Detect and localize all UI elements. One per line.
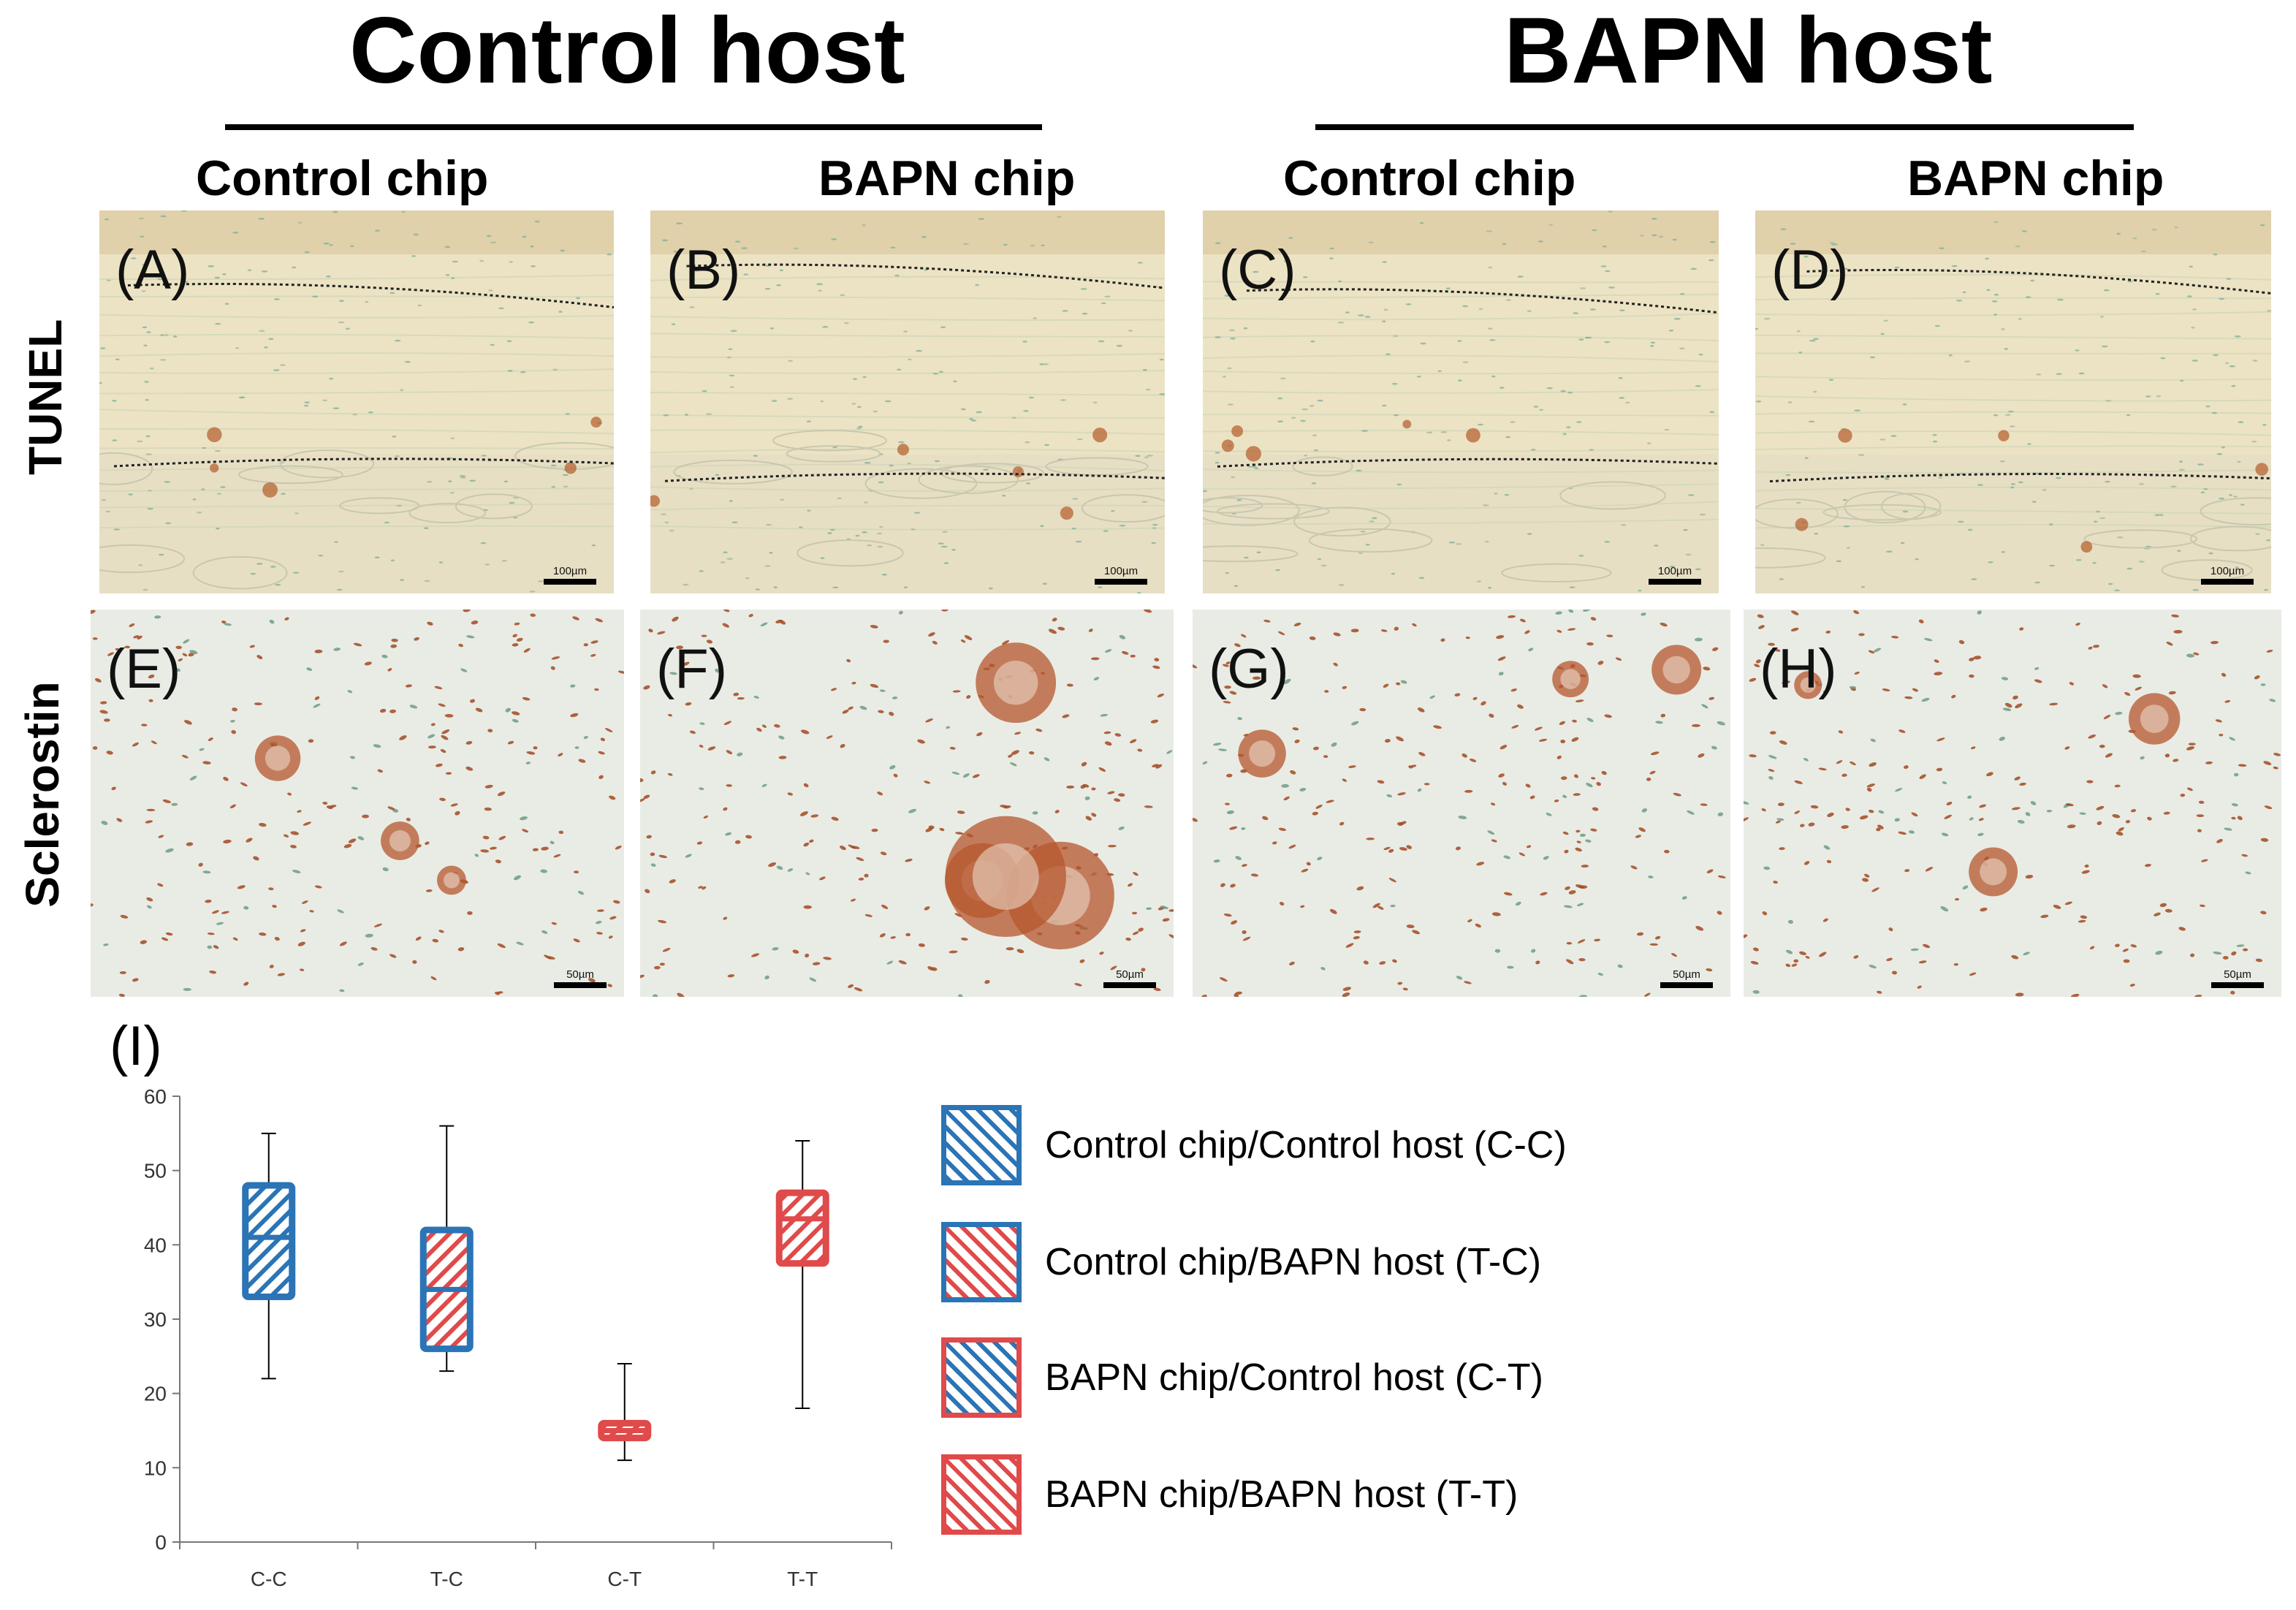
legend-swatch-tc (941, 1222, 1022, 1302)
legend-item-ct: BAPN chip/Control host (C-T) (941, 1337, 1543, 1418)
chip-title-1: Control chip (196, 151, 489, 206)
panel-letter: (F) (656, 638, 728, 700)
scale-bar: 50µm (1660, 969, 1713, 988)
scale-bar-label: 100µm (1103, 565, 1139, 577)
legend-item-tt: BAPN chip/BAPN host (T-T) (941, 1454, 1518, 1535)
x-tick-label: T-C (430, 1568, 463, 1590)
legend-swatch-tt (941, 1454, 1022, 1535)
panel-h-sclerostin-micrograph: (H) 50µm (1744, 610, 2281, 997)
control-host-title: Control host (349, 0, 905, 103)
micrograph-texture (1744, 610, 2281, 997)
micrograph-texture (1755, 210, 2271, 593)
y-tick-label: 30 (144, 1308, 167, 1331)
panel-letter: (D) (1771, 239, 1849, 301)
scale-bar-line (2201, 579, 2254, 585)
legend-label-tt: BAPN chip/BAPN host (T-T) (1045, 1473, 1518, 1516)
scale-bar: 100µm (544, 566, 596, 585)
y-tick-label: 40 (144, 1234, 167, 1256)
box-plot: 0 10 20 30 40 50 60C-C T-C C-T T-T (144, 1085, 892, 1590)
panel-letter: (E) (107, 638, 181, 700)
panel-letter: (A) (115, 239, 190, 301)
bapn-host-rule (1315, 124, 2134, 130)
y-tick-label: 0 (155, 1531, 167, 1554)
x-tick-label: C-T (607, 1568, 642, 1590)
scale-bar-line (1095, 579, 1147, 585)
scale-bar: 100µm (2201, 566, 2254, 585)
scale-bar-line (544, 579, 596, 585)
micrograph-texture (650, 210, 1165, 593)
panel-letter: (G) (1209, 638, 1289, 700)
legend-item-cc: Control chip/Control host (C-C) (941, 1105, 1567, 1185)
y-tick-label: 10 (144, 1457, 167, 1479)
box-iqr (242, 1182, 296, 1300)
bapn-host-title: BAPN host (1504, 0, 1993, 103)
panel-g-sclerostin-micrograph: (G) 50µm (1193, 610, 1730, 997)
panel-c-tunel-micrograph: (C) 100µm (1203, 210, 1719, 593)
legend-item-tc: Control chip/BAPN host (T-C) (941, 1222, 1541, 1302)
scale-bar-line (1103, 982, 1156, 988)
scale-bar-label: 100µm (1657, 565, 1692, 577)
y-tick-label: 60 (144, 1085, 167, 1108)
panel-d-tunel-micrograph: (D) 100µm (1755, 210, 2271, 593)
box-iqr (775, 1189, 829, 1267)
panel-f-sclerostin-micrograph: (F) 50µm (640, 610, 1174, 997)
control-host-rule (225, 124, 1042, 130)
panel-letter: (C) (1219, 239, 1296, 301)
micrograph-texture (1193, 610, 1730, 997)
scale-bar-line (1660, 982, 1713, 988)
scale-bar-line (2211, 982, 2264, 988)
box-t-c (419, 1125, 474, 1372)
scale-bar: 100µm (1649, 566, 1701, 585)
panel-e-sclerostin-micrograph: (E) 50µm (91, 610, 624, 997)
panel-letter: (H) (1760, 638, 1837, 700)
micrograph-texture (99, 210, 614, 593)
scale-bar-line (554, 982, 607, 988)
scale-bar-label: 100µm (2210, 565, 2245, 577)
chart-label: (I) (110, 1015, 162, 1077)
micrograph-texture (1203, 210, 1719, 593)
scale-bar: 50µm (1103, 969, 1156, 988)
scale-bar-label: 50µm (1116, 968, 1144, 981)
chart-axes: 0 10 20 30 40 50 60C-C T-C C-T T-T (144, 1085, 892, 1590)
micrograph-texture (640, 610, 1174, 997)
legend-label-cc: Control chip/Control host (C-C) (1045, 1124, 1567, 1166)
y-tick-label: 20 (144, 1383, 167, 1405)
scale-bar-label: 100µm (552, 565, 588, 577)
legend-swatch-ct (941, 1337, 1022, 1418)
chip-title-3: Control chip (1283, 151, 1576, 206)
micrograph-texture (91, 610, 624, 997)
legend-swatch-cc (941, 1105, 1022, 1185)
chip-title-2: BAPN chip (818, 151, 1076, 206)
box-c-t (598, 1363, 652, 1462)
x-tick-label: C-C (251, 1568, 287, 1590)
row-label-sclerostin: Sclerostin (16, 681, 69, 908)
panel-b-tunel-micrograph: (B) 100µm (650, 210, 1165, 593)
box-t-t (775, 1140, 829, 1409)
scale-bar: 50µm (2211, 969, 2264, 988)
chip-title-4: BAPN chip (1907, 151, 2164, 206)
scale-bar-line (1649, 579, 1701, 585)
panel-letter: (B) (666, 239, 741, 301)
scale-bar: 100µm (1095, 566, 1147, 585)
row-label-tunel: TUNEL (19, 319, 72, 475)
legend-label-tc: Control chip/BAPN host (T-C) (1045, 1241, 1542, 1283)
box-c-c (242, 1132, 296, 1380)
y-tick-label: 50 (144, 1160, 167, 1182)
x-tick-label: T-T (787, 1568, 818, 1590)
scale-bar: 50µm (554, 969, 607, 988)
scale-bar-label: 50µm (566, 968, 594, 981)
panel-a-tunel-micrograph: (A) 100µm (99, 210, 614, 593)
scale-bar-label: 50µm (1673, 968, 1700, 981)
scale-bar-label: 50µm (2224, 968, 2251, 981)
legend-label-ct: BAPN chip/Control host (C-T) (1045, 1356, 1543, 1399)
